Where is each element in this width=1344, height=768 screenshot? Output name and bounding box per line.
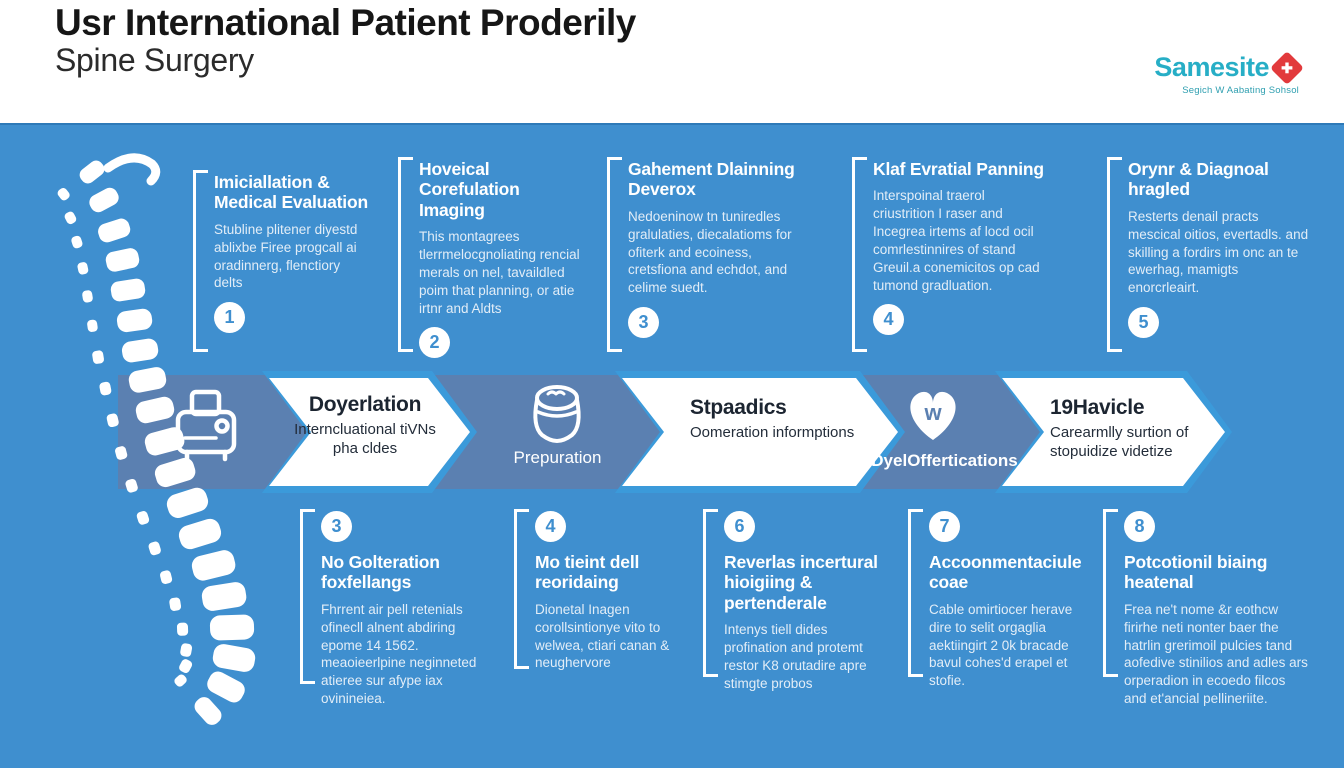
- step-title: Mo tieint dell reoridaing: [535, 552, 640, 593]
- step-body: Nedoeninow tn tuniredles gralulaties, di…: [628, 208, 792, 296]
- header: Usr International Patient Proderily Spin…: [0, 0, 1344, 125]
- step-number-badge: 5: [1128, 307, 1159, 338]
- step-number-badge: 1: [214, 302, 245, 334]
- flow-step-title: 19Havicle: [1050, 396, 1145, 419]
- flow-arrow-1-text: Doyerlation Interncluational tiVNs pha c…: [285, 393, 445, 458]
- bowl-icon: [533, 385, 581, 443]
- spine-illustration: [57, 153, 256, 725]
- bracket-decoration: [193, 170, 209, 352]
- bracket-decoration: [607, 157, 623, 352]
- step-title: Reverlas incertural hioigiing & pertende…: [724, 552, 878, 613]
- flow-step-subtitle: Interncluational tiVNs pha cldes: [294, 421, 436, 458]
- step-title: Orynr & Diagnoal hragled: [1128, 159, 1269, 200]
- top-step-3: Gahement Dlainning Deverox Nedoeninow tn…: [607, 145, 795, 352]
- station-label-preparation: Prepuration: [513, 448, 602, 467]
- step-body: This montagrees tlerrmelocgnoliating ren…: [419, 229, 580, 316]
- step-body: Interspoinal traerol criustrition I rase…: [873, 188, 1040, 293]
- flow-step-subtitle: Oomeration informptions: [690, 424, 855, 441]
- bracket-decoration: [908, 509, 924, 677]
- flow-arrow-3-text: 19Havicle Carearmlly surtion of stopuidi…: [1050, 396, 1215, 461]
- flow-step-title: Stpaadics: [690, 396, 787, 419]
- step-body: Stubline plitener diyestd ablixbe Firee …: [214, 221, 358, 291]
- suitcase-icon: [175, 389, 237, 462]
- logo-name: Samesite: [1154, 52, 1269, 82]
- top-step-1: Imiciallation & Medical Evaluation Stubl…: [193, 158, 369, 352]
- flow-step-title: Doyerlation: [308, 393, 422, 416]
- step-title: Klaf Evratial Panning: [873, 159, 1044, 179]
- heart-icon: w: [910, 391, 956, 440]
- page-subtitle: Spine Surgery: [55, 42, 254, 78]
- bracket-decoration: [703, 509, 719, 677]
- step-number-badge: 8: [1124, 511, 1155, 542]
- step-title: Accoonmentaciule coae: [929, 552, 1082, 593]
- bottom-step-2: 4 Mo tieint dell reoridaing Dionetal Ina…: [514, 505, 686, 672]
- step-body: Resterts denail practs mescical oitios, …: [1128, 208, 1309, 296]
- step-number-badge: 4: [535, 511, 566, 542]
- station-label-text: DyelOffertications: [871, 451, 1018, 470]
- step-number-badge: 3: [628, 307, 659, 338]
- bottom-step-4: 7 Accoonmentaciule coae Cable omirtiocer…: [908, 505, 1098, 690]
- flow-arrow-2-text: Stpaadics Oomeration informptions: [690, 396, 855, 442]
- top-step-5: Orynr & Diagnoal hragled Resterts denail…: [1107, 145, 1312, 352]
- bracket-decoration: [398, 157, 414, 352]
- bottom-step-5: 8 Potcotionil biaing heatenal Frea ne't …: [1103, 505, 1308, 708]
- logo: Samesite ✚ Segich W Aabating Sohsol: [1154, 50, 1304, 96]
- step-number-badge: 4: [873, 304, 904, 336]
- step-body: Cable omirtiocer herave dire to selit or…: [929, 601, 1073, 689]
- step-title: No Golteration foxfellangs: [321, 552, 440, 593]
- bracket-decoration: [1103, 509, 1119, 677]
- bottom-step-1: 3 No Golteration foxfellangs Fhrrent air…: [300, 505, 492, 708]
- logo-diamond-icon: ✚: [1270, 50, 1304, 85]
- step-number-badge: 7: [929, 511, 960, 542]
- logo-tagline: Segich W Aabating Sohsol: [1182, 85, 1299, 96]
- svg-text:w: w: [923, 400, 942, 425]
- step-title: Hoveical Corefulation Imaging: [419, 159, 520, 220]
- step-title: Potcotionil biaing heatenal: [1124, 552, 1268, 593]
- bracket-decoration: [300, 509, 316, 684]
- flow-step-subtitle: Carearmlly surtion of stopuidize videtiz…: [1050, 424, 1189, 461]
- step-body: Dionetal Inagen corollsintionye vito to …: [535, 601, 670, 671]
- top-step-4: Klaf Evratial Panning Interspoinal traer…: [852, 145, 1050, 352]
- bracket-decoration: [1107, 157, 1123, 352]
- station-label-dyeloffertications: DyelOffertications: [840, 451, 1030, 471]
- step-number-badge: 3: [321, 511, 352, 542]
- page-title: Usr International Patient Proderily: [55, 2, 636, 43]
- step-number-badge: 6: [724, 511, 755, 542]
- step-number-badge: 2: [419, 327, 450, 359]
- bracket-decoration: [852, 157, 868, 352]
- step-title: Imiciallation & Medical Evaluation: [214, 172, 368, 213]
- bracket-decoration: [514, 509, 530, 669]
- top-step-2: Hoveical Corefulation Imaging This monta…: [398, 145, 580, 359]
- step-title: Gahement Dlainning Deverox: [628, 159, 795, 200]
- step-body: Fhrrent air pell retenials ofinecll alne…: [321, 601, 477, 706]
- step-body: Frea ne't nome &r eothcw firirhe neti no…: [1124, 601, 1308, 706]
- bottom-step-3: 6 Reverlas incertural hioigiing & perten…: [703, 505, 889, 693]
- flow-arrow-2: [615, 371, 905, 493]
- small-badge-icon: [852, 452, 868, 467]
- step-body: Intenys tiell dides profination and prot…: [724, 622, 867, 691]
